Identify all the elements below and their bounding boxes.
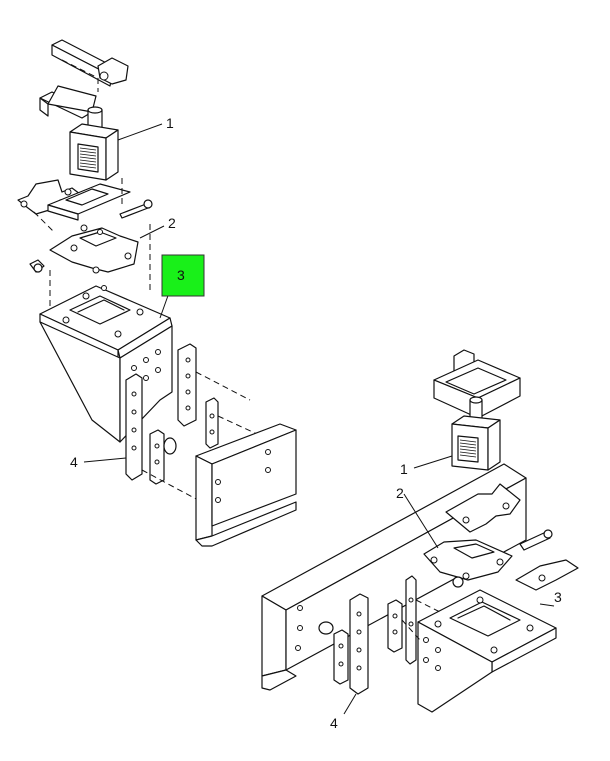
- left-top-bracket: [39, 39, 129, 119]
- right-strap-plate: [403, 483, 579, 591]
- callout-right-2: 2: [396, 485, 404, 501]
- left-spring-box: [69, 106, 163, 181]
- callout-left-3[interactable]: 3: [177, 267, 185, 283]
- callout-left-2: 2: [168, 215, 176, 231]
- right-main-bracket: [417, 589, 557, 713]
- left-assembly: [17, 39, 297, 547]
- callout-right-3: 3: [554, 589, 562, 605]
- left-frame-rail: [195, 423, 297, 547]
- callout-left-4: 4: [70, 454, 78, 470]
- left-strap-plate: [17, 179, 153, 233]
- left-main-bracket: [39, 285, 173, 443]
- right-spring-box: [413, 396, 501, 471]
- callout-right-4: 4: [330, 715, 338, 731]
- callout-labels: 1 2 3 4 1 2 3 4: [70, 115, 562, 731]
- callout-left-3-highlight[interactable]: [161, 254, 205, 297]
- callout-left-1: 1: [166, 115, 174, 131]
- left-vertical-straps: [83, 343, 271, 501]
- right-vertical-straps: [333, 575, 441, 715]
- callout-right-1: 1: [400, 461, 408, 477]
- left-lower-plate: [29, 224, 165, 274]
- right-top-bracket: [433, 349, 521, 419]
- right-assembly: [261, 349, 579, 715]
